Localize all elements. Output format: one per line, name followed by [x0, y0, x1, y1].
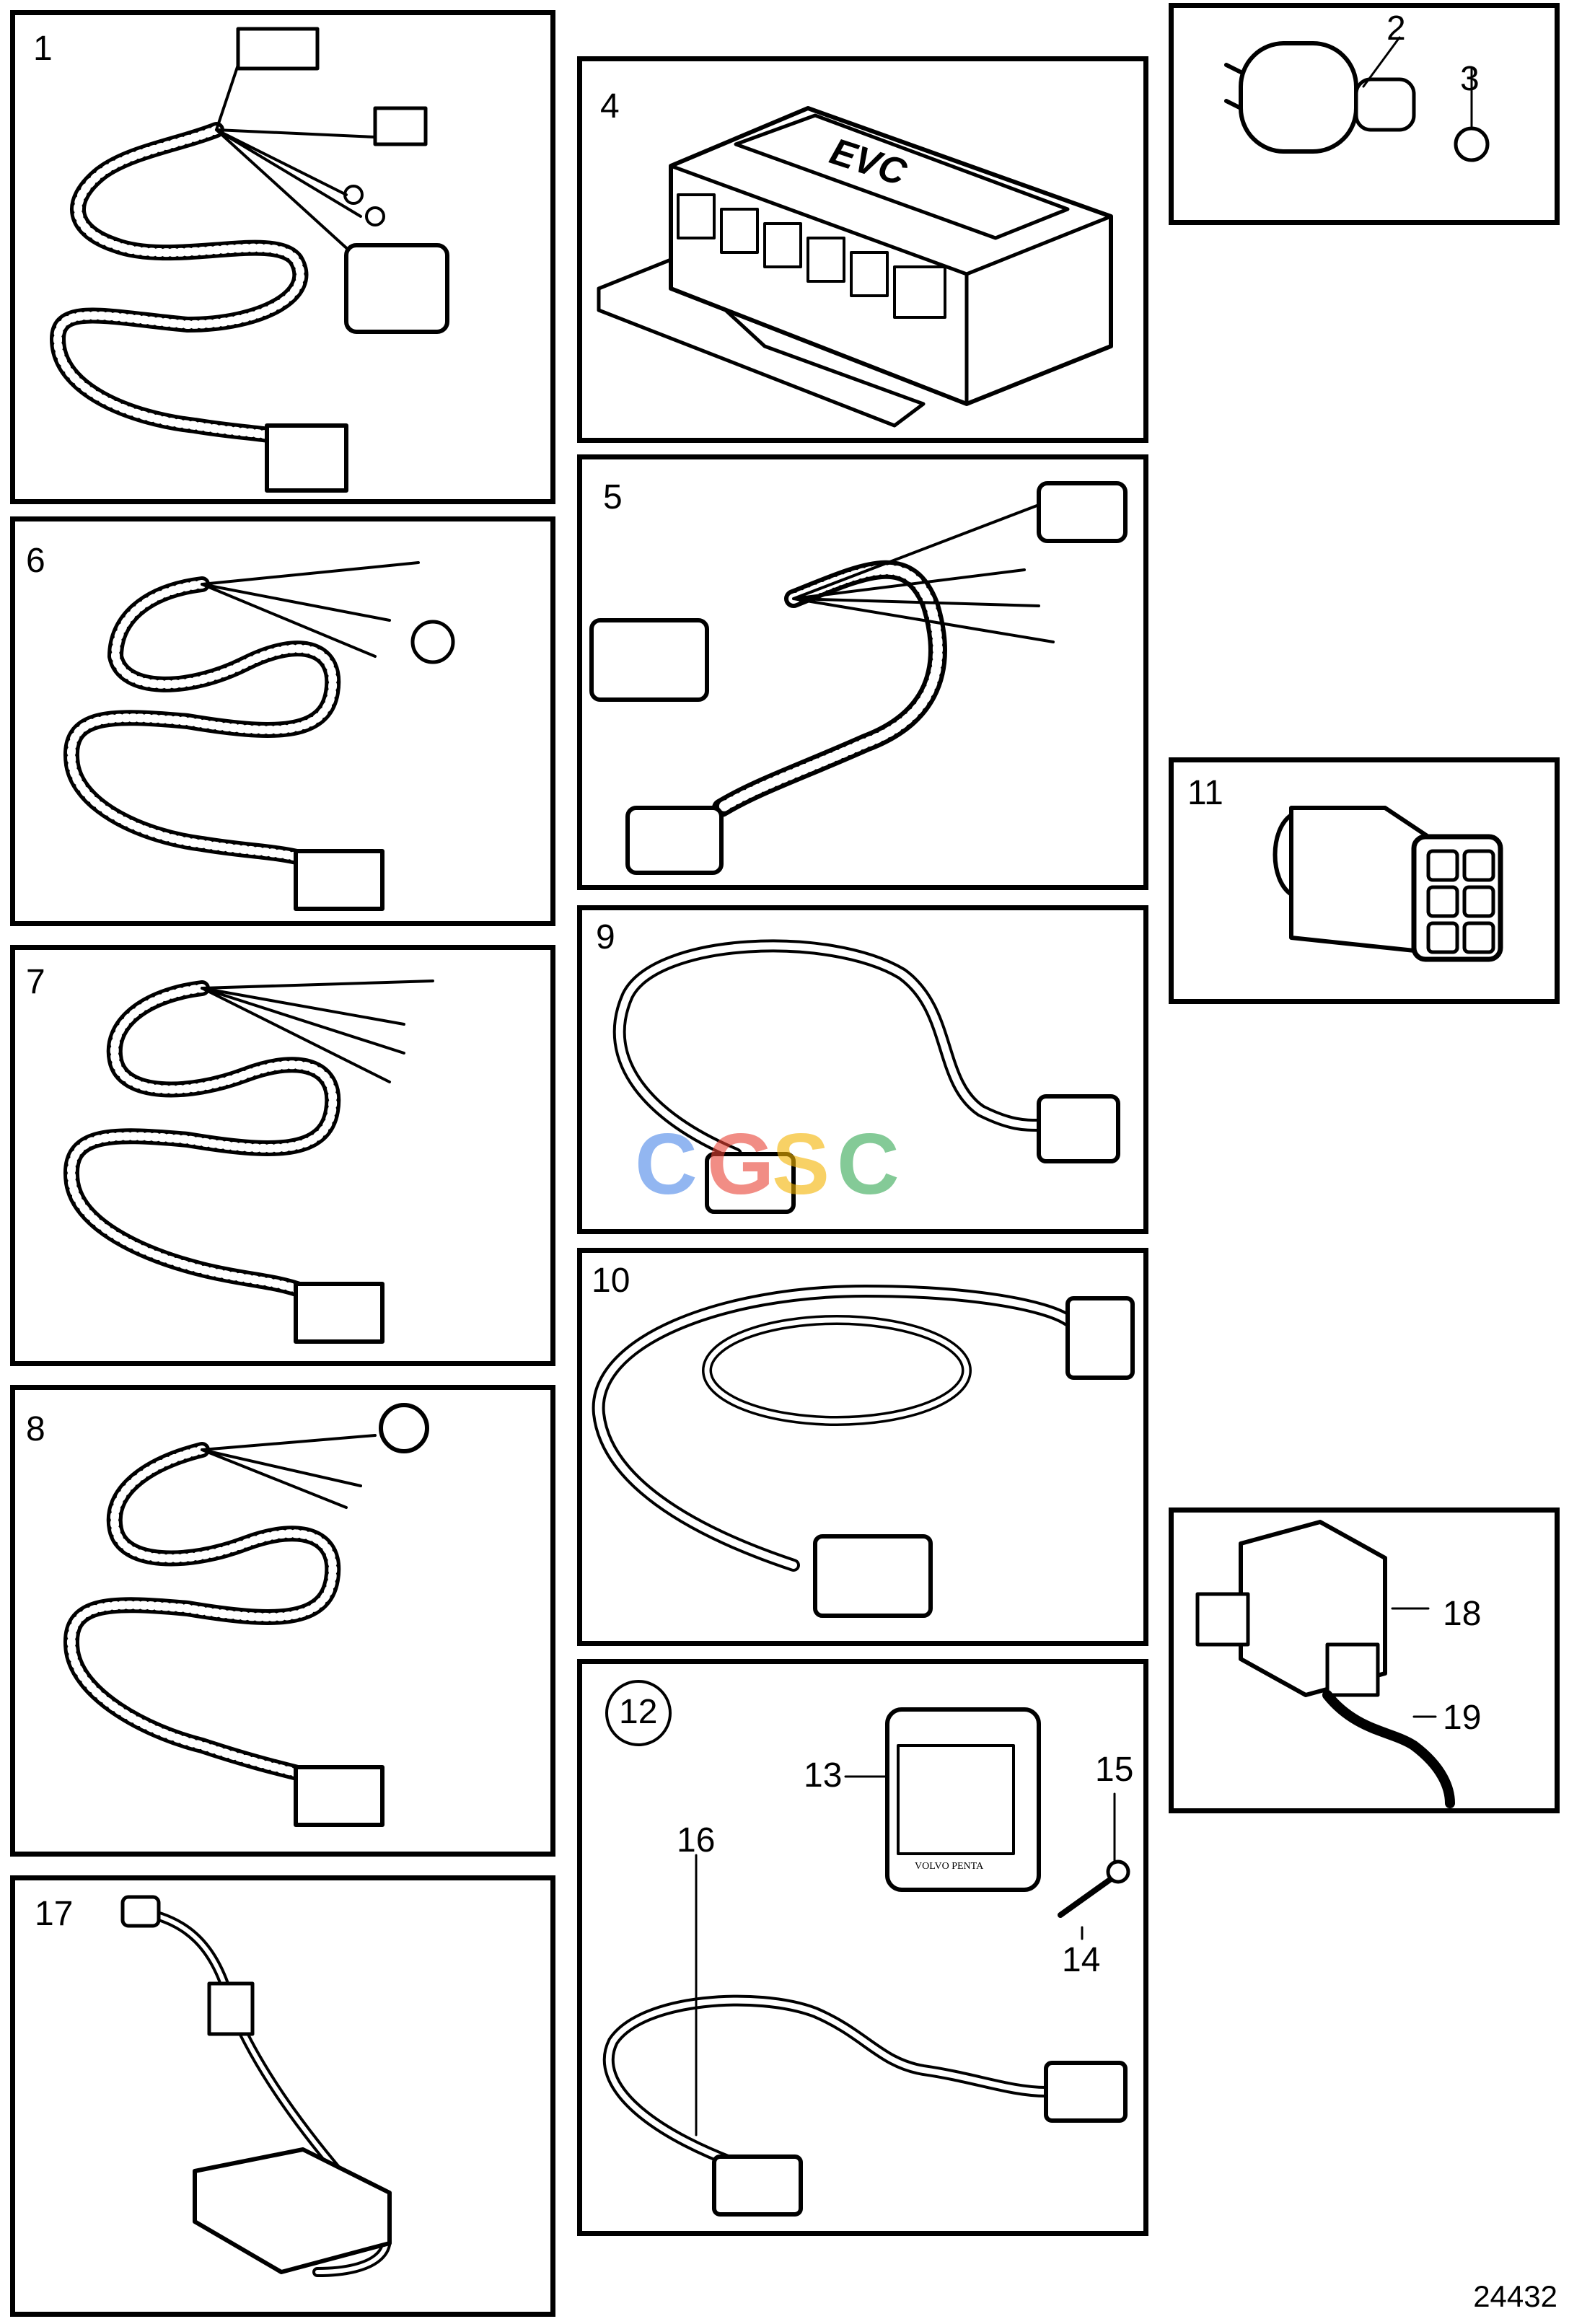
- label-13: 13: [804, 1756, 843, 1795]
- label-17: 17: [35, 1895, 74, 1933]
- display-12: [602, 1680, 1130, 2217]
- cable-17: [120, 1895, 392, 2277]
- label-16: 16: [677, 1821, 716, 1859]
- watermark-letter-1: C: [635, 1116, 700, 1212]
- module-18: [1195, 1520, 1455, 1808]
- label-18: 18: [1443, 1595, 1482, 1633]
- watermark-letter-4: C: [837, 1116, 902, 1212]
- label-6: 6: [26, 542, 45, 580]
- connector-11: [1273, 806, 1503, 962]
- label-11: 11: [1187, 774, 1223, 812]
- label-2: 2: [1386, 9, 1406, 48]
- label-5: 5: [603, 478, 623, 516]
- evc-unit: [597, 106, 1113, 428]
- watermark-letter-3: S: [772, 1116, 833, 1212]
- label-1: 1: [33, 30, 53, 68]
- label-4: 4: [600, 87, 620, 126]
- harness-6: [63, 561, 455, 911]
- figure-id: 24432: [1473, 2279, 1557, 2313]
- cable-10: [592, 1285, 1135, 1618]
- label-10: 10: [592, 1262, 630, 1300]
- harness-8: [63, 1403, 429, 1827]
- label-19: 19: [1443, 1699, 1482, 1737]
- harness-7: [63, 980, 434, 1344]
- label-9: 9: [596, 918, 615, 956]
- harness-5: [589, 481, 1128, 875]
- watermark-letter-2: G: [707, 1116, 778, 1212]
- label-8: 8: [26, 1410, 45, 1448]
- label-7: 7: [26, 963, 45, 1001]
- ignition-switch: [1224, 36, 1490, 162]
- harness-1: [50, 27, 449, 493]
- label-12: 12: [619, 1693, 658, 1731]
- label-14: 14: [1062, 1941, 1101, 1979]
- cable-9: [612, 939, 1120, 1214]
- label-15: 15: [1095, 1751, 1134, 1789]
- display-brand: VOLVO PENTA: [915, 1861, 984, 1872]
- label-3: 3: [1460, 60, 1480, 98]
